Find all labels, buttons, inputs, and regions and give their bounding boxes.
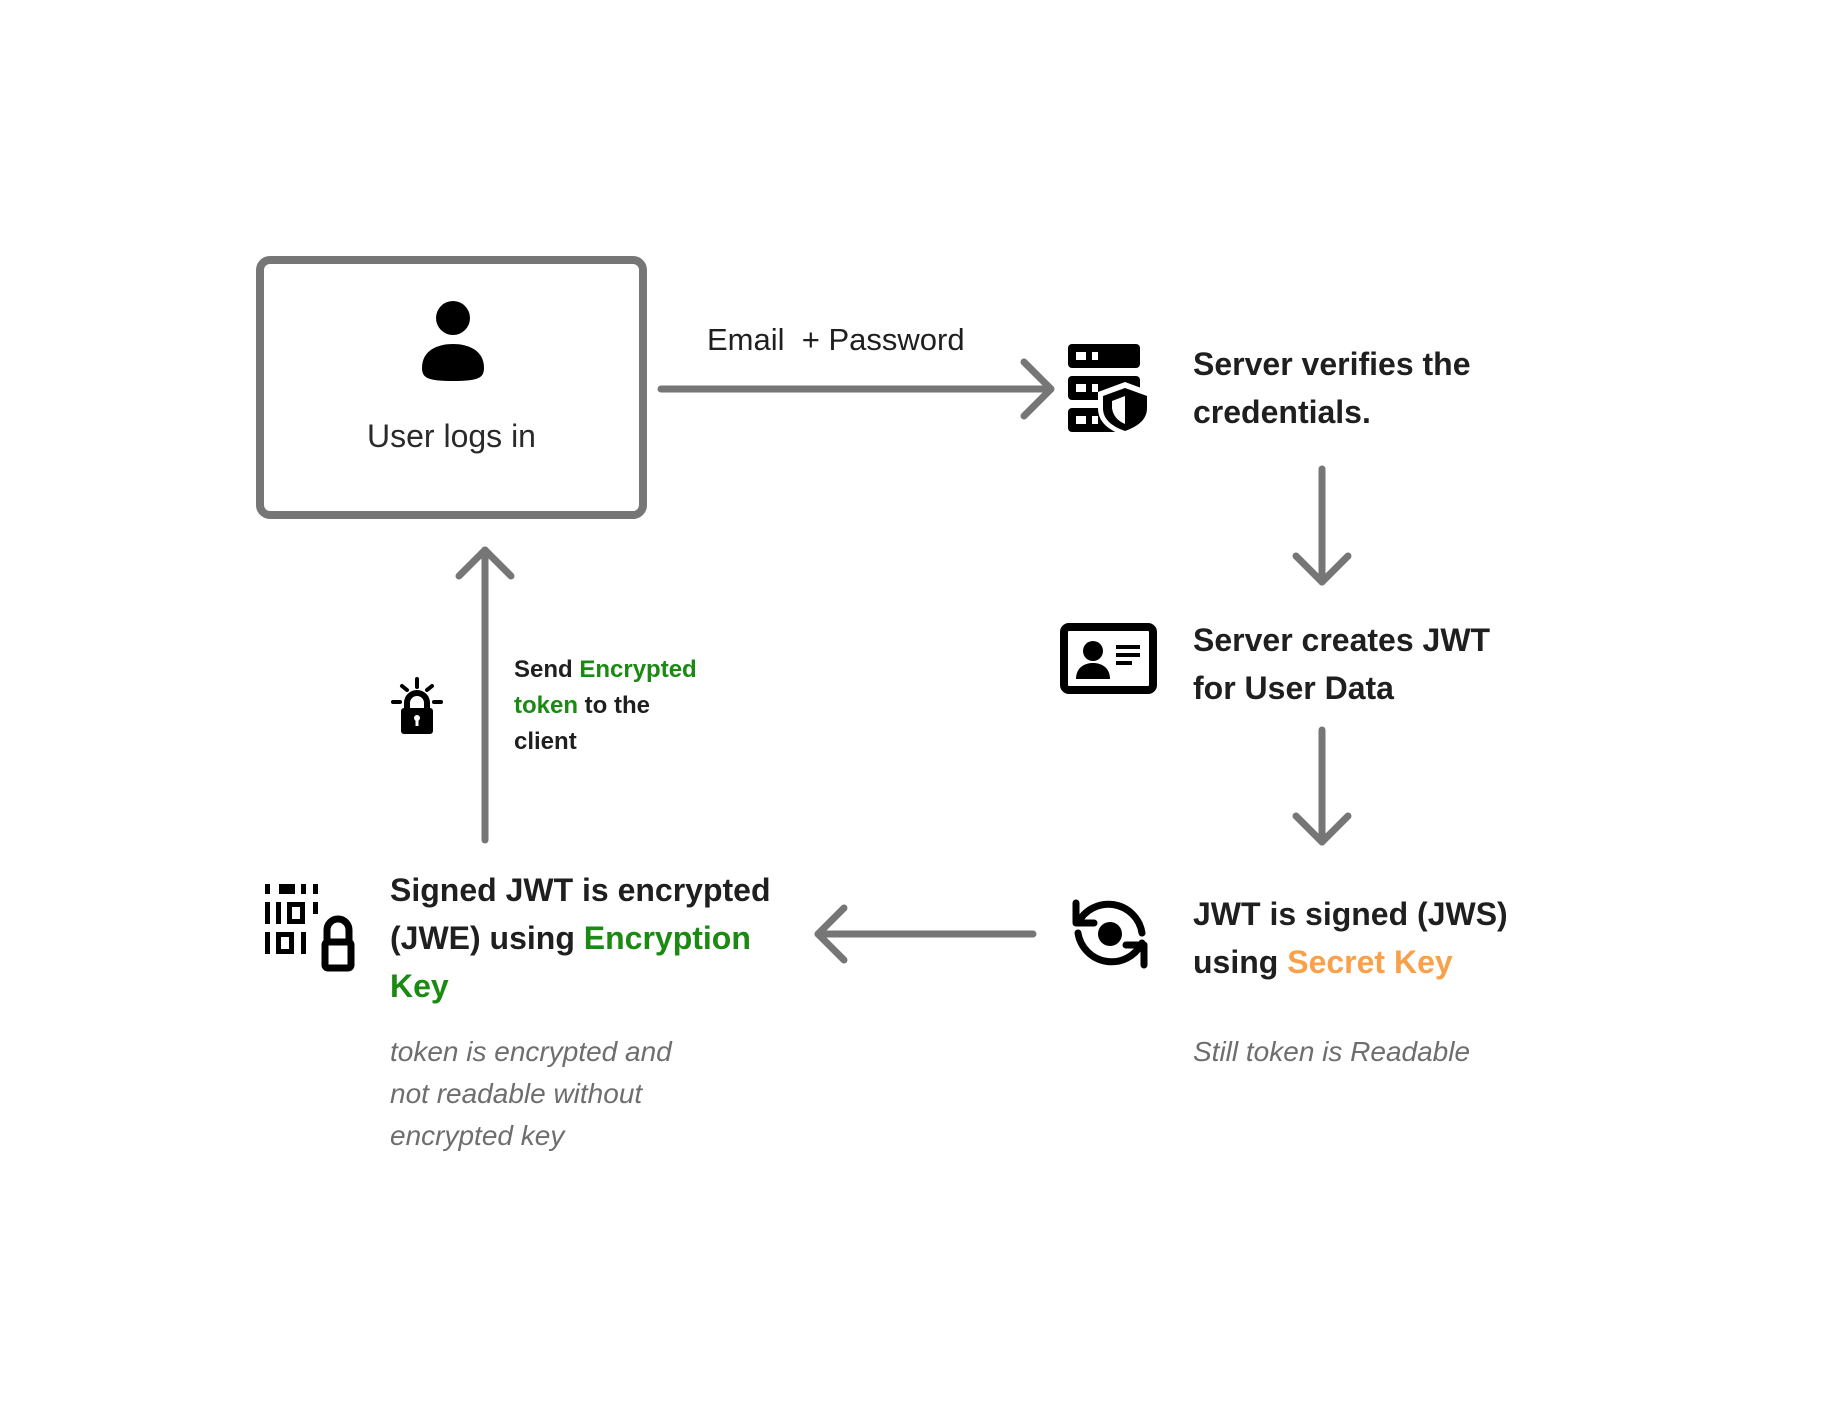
- encrypt-note-line-2: not readable without: [390, 1078, 643, 1109]
- user-icon: [422, 301, 484, 381]
- encrypt-note-line-3: encrypted key: [390, 1120, 565, 1151]
- encrypt-line-3: Key: [390, 968, 449, 1004]
- sign-line-2: using Secret Key: [1193, 938, 1508, 986]
- id-card-icon: [1060, 623, 1157, 694]
- user-login-label: User logs in: [367, 418, 536, 454]
- credentials-edge-label: Email + Password: [707, 322, 965, 357]
- send-line-2-suffix: to the: [578, 692, 651, 719]
- sign-line-1: JWT is signed (JWS): [1193, 896, 1508, 932]
- encryption-key-highlight: Encryption: [583, 920, 751, 956]
- token-highlight: token: [514, 692, 579, 719]
- create-line-1: Server creates JWT: [1193, 622, 1491, 658]
- create-text: Server creates JWT for User Data: [1193, 616, 1490, 712]
- arrow-sign-to-encrypt: [814, 904, 1037, 964]
- send-token-edge-label: Send Encrypted token to the client: [514, 652, 697, 760]
- sign-line-2-prefix: using: [1193, 944, 1288, 980]
- arrow-encrypt-to-login: [455, 546, 515, 844]
- user-login-node: [256, 256, 647, 519]
- send-line-1: Send Encrypted: [514, 652, 697, 688]
- arrow-login-to-verify: [657, 358, 1055, 420]
- send-line-1-prefix: Send: [514, 656, 580, 683]
- server-shield-icon: [1068, 344, 1152, 436]
- sign-text: JWT is signed (JWS) using Secret Key: [1193, 890, 1508, 986]
- encrypt-line-2-prefix: (JWE) using: [390, 920, 584, 956]
- verify-line-2: credentials.: [1193, 394, 1371, 430]
- create-line-2: for User Data: [1193, 670, 1394, 706]
- arrow-create-to-sign: [1292, 726, 1352, 846]
- secret-key-highlight: Secret Key: [1287, 944, 1453, 980]
- binary-lock-icon: [265, 884, 355, 972]
- encrypt-note-line-1: token is encrypted and: [390, 1036, 672, 1067]
- sync-icon: [1072, 899, 1148, 969]
- send-line-2: token to the: [514, 688, 697, 724]
- verify-line-1: Server verifies the: [1193, 346, 1471, 382]
- send-line-3: client: [514, 728, 577, 755]
- encrypt-line-1: Signed JWT is encrypted: [390, 872, 771, 908]
- arrow-verify-to-create: [1292, 465, 1352, 586]
- encrypt-note: token is encrypted and not readable with…: [390, 1031, 672, 1157]
- encrypt-line-2: (JWE) using Encryption: [390, 914, 771, 962]
- sign-note: Still token is Readable: [1193, 1036, 1471, 1067]
- encrypted-highlight: Encrypted: [579, 656, 697, 683]
- alert-lock-icon: [391, 677, 443, 734]
- verify-text: Server verifies the credentials.: [1193, 340, 1471, 436]
- encrypt-text: Signed JWT is encrypted (JWE) using Encr…: [390, 866, 771, 1010]
